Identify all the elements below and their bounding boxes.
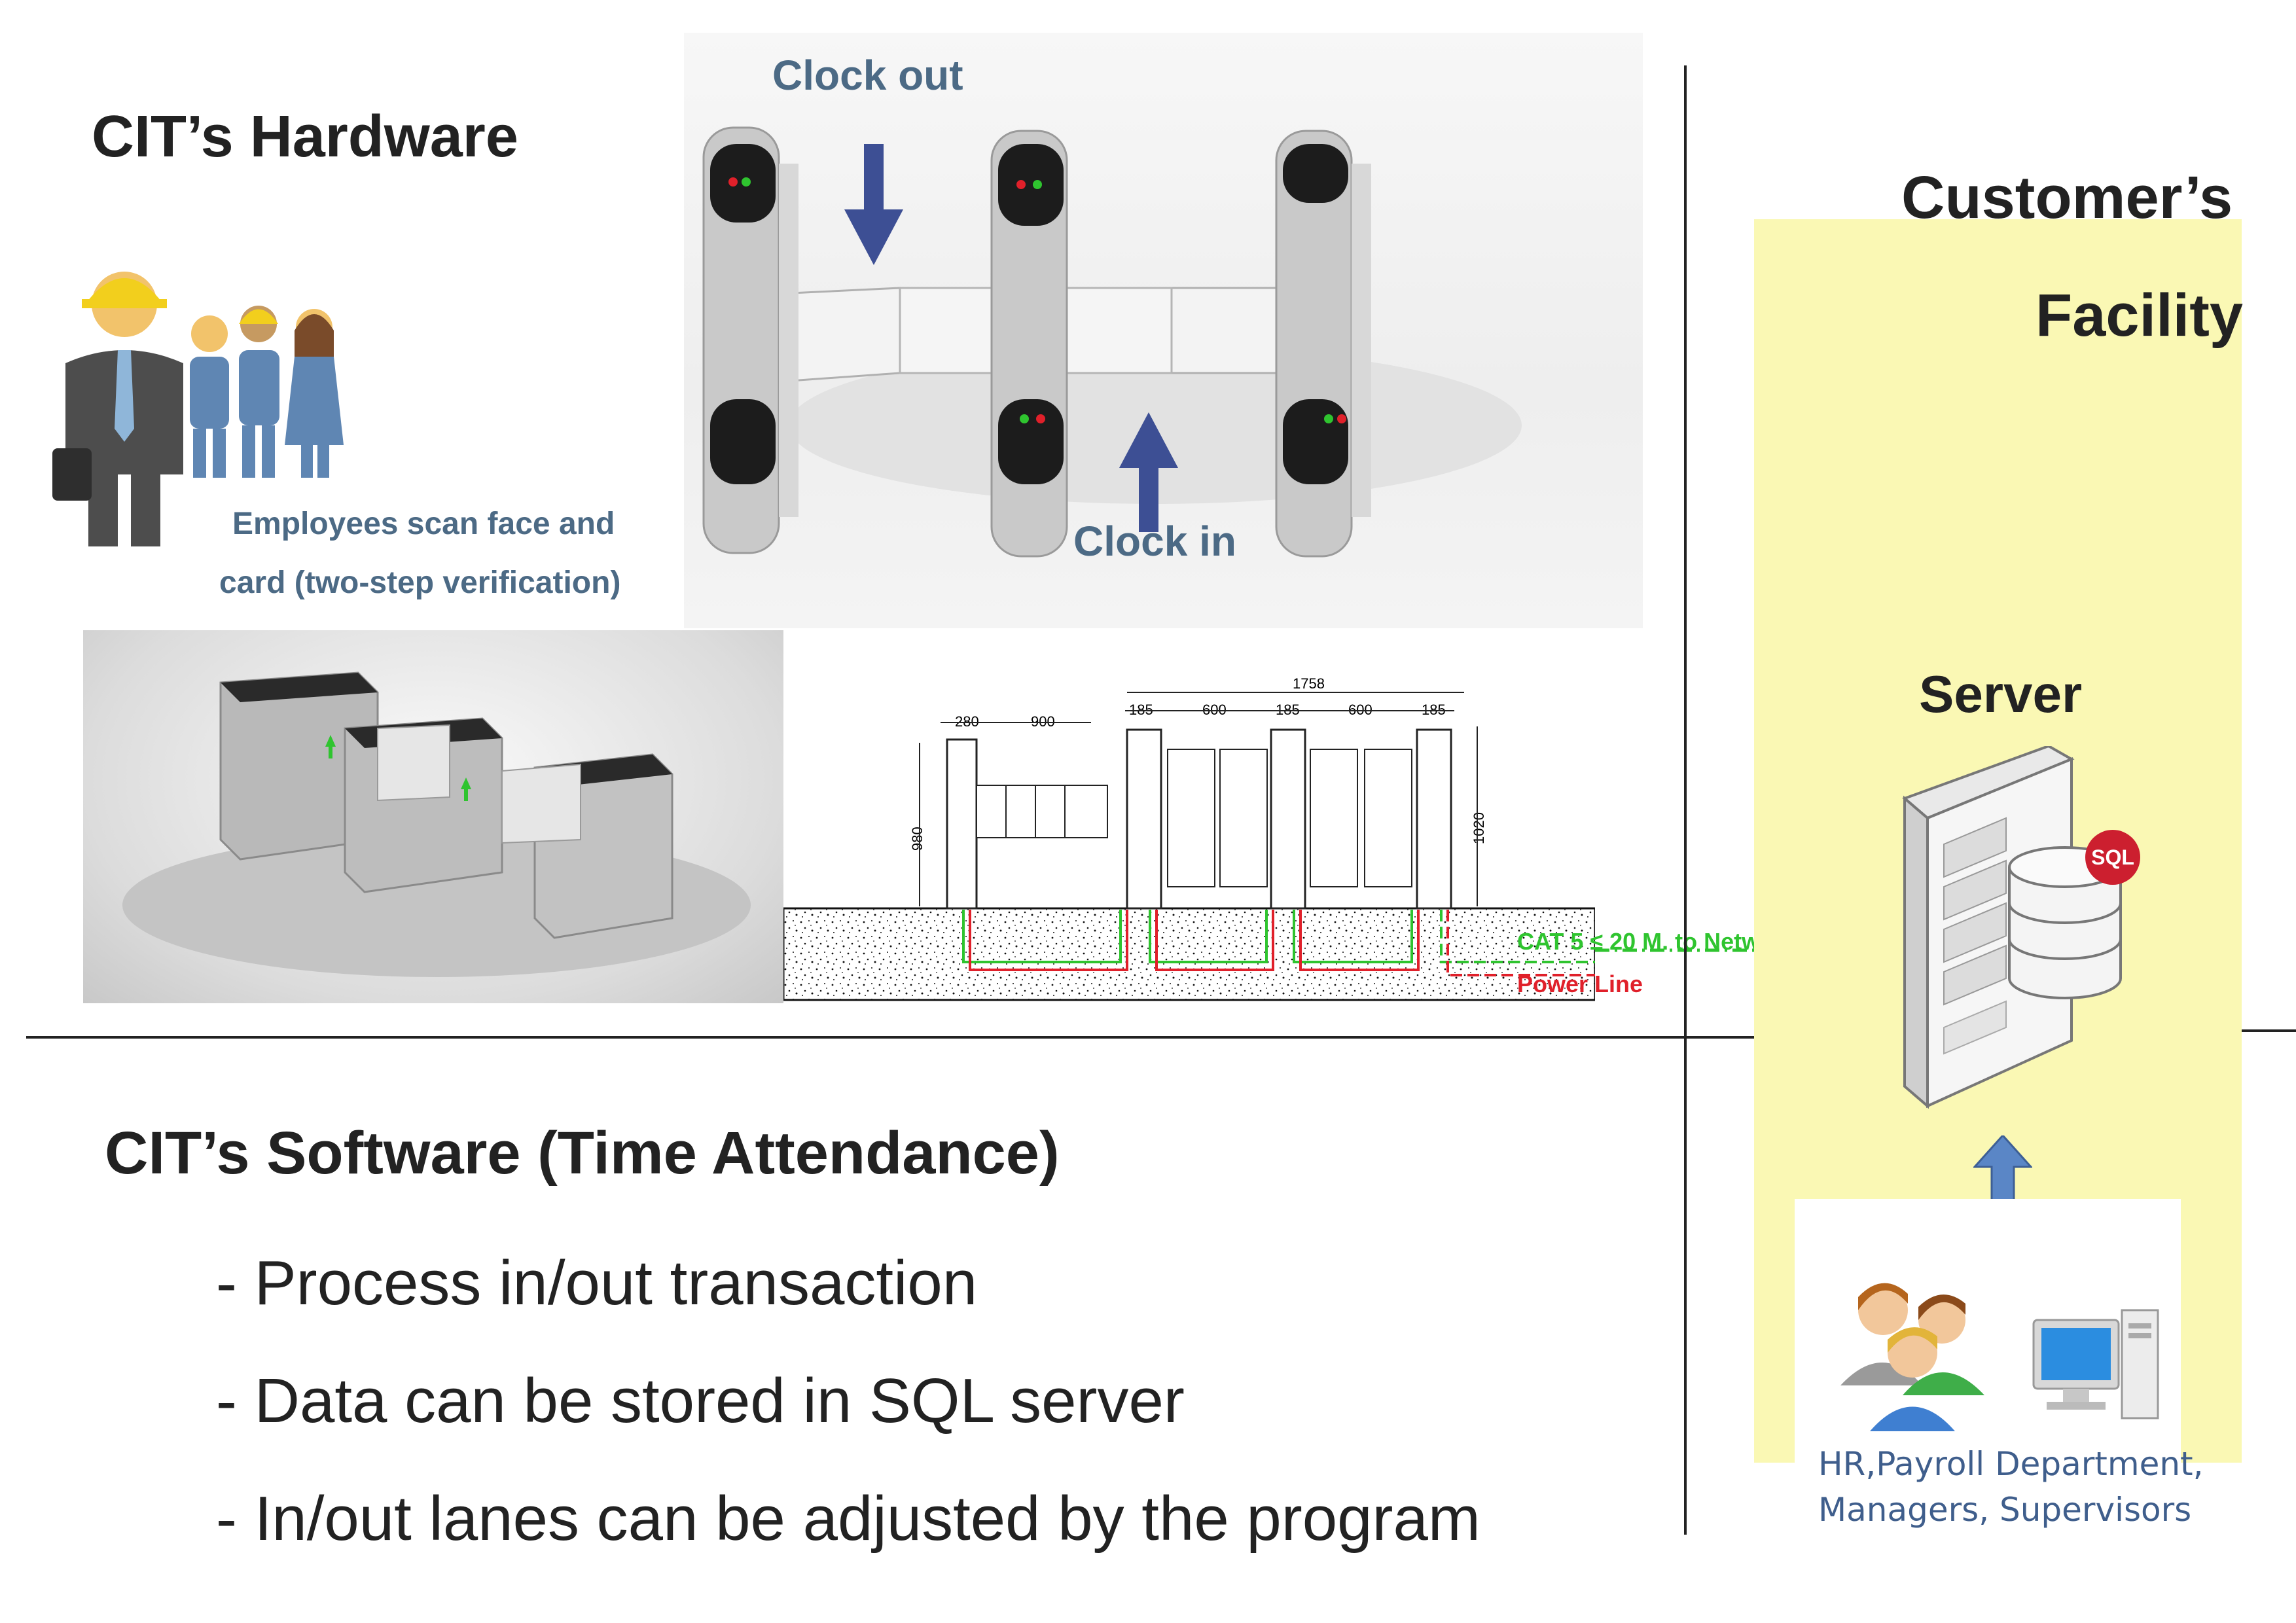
horizontal-divider-left [26, 1036, 1872, 1039]
dim-185-c: 185 [1422, 702, 1446, 718]
dim-280: 280 [955, 713, 979, 730]
clock-in-label: Clock in [1073, 518, 1236, 565]
technical-drawing-svg: 1758 280 900 185 600 185 600 185 980 102… [782, 675, 1596, 1001]
turnstile-photo-panel [684, 33, 1643, 628]
vertical-divider [1684, 65, 1687, 1535]
software-title: CIT’s Software (Time Attendance) [105, 1120, 1060, 1186]
sql-badge: SQL [2085, 830, 2140, 885]
barrier-lanes-photo [83, 630, 783, 1003]
clock-in-arrow-icon [1119, 412, 1178, 532]
facility-title-line2: Facility [2036, 282, 2244, 349]
workers-icon [52, 272, 344, 546]
dim-600-b: 600 [1348, 702, 1372, 718]
software-bullet-2: - Data can be stored in SQL server [216, 1366, 1185, 1436]
software-bullet-1: - Process in/out transaction [216, 1248, 978, 1318]
dim-1020: 1020 [1471, 812, 1487, 844]
software-bullet-3: - In/out lanes can be adjusted by the pr… [216, 1484, 1480, 1554]
dim-185-a: 185 [1129, 702, 1153, 718]
dim-185-b: 185 [1276, 702, 1300, 718]
users-group-icon [1840, 1283, 1984, 1431]
employee-caption-line1: Employees scan face and [232, 507, 615, 541]
users-caption-line2: Managers, Supervisors [1818, 1491, 2192, 1529]
technical-drawing: 1758 280 900 185 600 185 600 185 980 102… [782, 668, 1596, 1008]
dim-980: 980 [909, 827, 925, 851]
computer-icon [2032, 1309, 2159, 1419]
users-caption-line1: HR,Payroll Department, [1818, 1445, 2204, 1483]
users-card: HR,Payroll Department, Managers, Supervi… [1795, 1199, 2204, 1539]
dim-600-a: 600 [1202, 702, 1227, 718]
dim-total: 1758 [1293, 675, 1325, 692]
server-label: Server [1919, 665, 2083, 723]
database-icon [2008, 846, 2122, 999]
server-icon [1902, 746, 2075, 1109]
facility-title-line1: Customer’s [1901, 164, 2233, 231]
dim-900: 900 [1031, 713, 1055, 730]
clock-out-label: Clock out [772, 52, 963, 99]
clock-out-arrow-icon [844, 144, 903, 265]
employee-caption-line2: card (two-step verification) [219, 565, 621, 600]
hardware-title: CIT’s Hardware [92, 104, 518, 169]
swing-barrier-illustration [122, 671, 751, 977]
power-label: Power Line [1517, 971, 1643, 997]
